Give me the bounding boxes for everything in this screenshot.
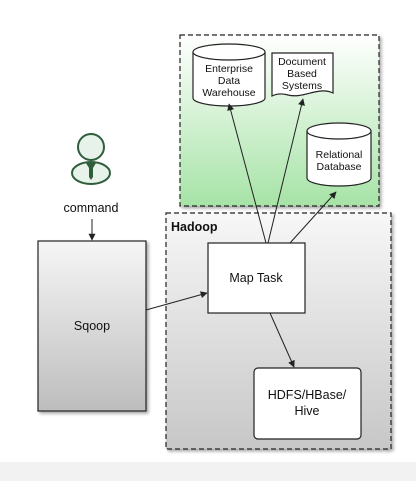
sqoop-box	[37, 240, 147, 412]
map-task-box	[207, 242, 306, 314]
rdb-label-line1: Relational	[316, 149, 363, 161]
arrow-sqoop-to-maptask	[145, 291, 208, 311]
rdb-label-line2: Database	[317, 161, 362, 173]
edw-label-line1: Enterprise	[205, 63, 253, 75]
edw-cylinder	[192, 43, 266, 107]
edw-label-line3: Warehouse	[202, 87, 255, 99]
arrow-maptask-to-rdb	[289, 191, 337, 244]
user-icon	[71, 133, 111, 185]
bottom-shadow-strip	[0, 462, 416, 481]
storage-box	[253, 367, 362, 440]
command-label: command	[64, 201, 119, 215]
storage-label-line1: HDFS/HBase/	[268, 388, 347, 402]
arrow-maptask-to-doc	[267, 98, 305, 244]
doc-label-line3: Systems	[282, 80, 322, 92]
doc-label-line1: Document	[278, 56, 326, 68]
storage-label-line2: Hive	[294, 404, 319, 418]
arrow-maptask-to-edw	[227, 103, 267, 244]
doc-label-line2: Based	[287, 68, 317, 80]
hadoop-title: Hadoop	[171, 220, 218, 234]
rdb-cylinder	[306, 122, 372, 187]
edw-label-line2: Data	[218, 75, 240, 87]
map-task-label: Map Task	[229, 271, 283, 285]
sqoop-label: Sqoop	[74, 319, 110, 333]
document-systems-shape	[271, 52, 334, 97]
arrow-maptask-to-storage	[269, 312, 295, 368]
